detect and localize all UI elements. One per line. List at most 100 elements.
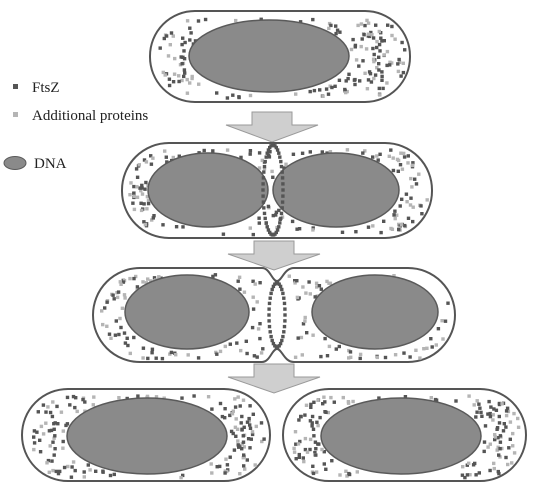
ftsz-dot: [429, 337, 433, 341]
additional-protein-dot: [223, 344, 227, 349]
additional-protein-dot: [231, 409, 235, 413]
ftsz-dot: [290, 219, 295, 224]
additional-protein-dot: [511, 444, 515, 448]
ftsz-dot: [169, 350, 174, 355]
additional-protein-dot: [163, 73, 167, 77]
ftsz-dot: [240, 414, 244, 419]
additional-protein-dot: [486, 445, 490, 449]
legend-additional-label: Additional proteins: [32, 108, 148, 124]
ftsz-dot: [295, 279, 299, 283]
ftsz-dot: [237, 95, 241, 100]
ftsz-ring-dot: [281, 334, 285, 339]
additional-protein-dot: [349, 47, 354, 52]
ftsz-dot: [402, 351, 406, 355]
ftsz-dot: [44, 410, 48, 414]
stage-4-daughter-left: [21, 388, 271, 482]
additional-protein-dot: [410, 163, 415, 168]
ftsz-dot: [498, 447, 502, 451]
ftsz-dot: [83, 400, 87, 404]
ftsz-dot: [377, 68, 381, 72]
additional-protein-dot: [287, 274, 291, 278]
additional-protein-dot: [512, 411, 516, 416]
additional-protein-dot: [157, 275, 161, 279]
ftsz-ring-dot: [267, 307, 271, 311]
additional-protein-dot: [52, 436, 56, 440]
ftsz-dot: [215, 465, 219, 469]
ftsz-dot: [245, 351, 249, 356]
additional-protein-dot: [234, 18, 238, 23]
ftsz-dot: [377, 396, 381, 400]
additional-protein-dot: [117, 396, 121, 400]
ftsz-dot: [69, 475, 74, 479]
ftsz-dot: [377, 42, 382, 47]
ftsz-dot: [497, 421, 502, 425]
ftsz-dot: [347, 72, 351, 76]
additional-protein-dot: [185, 19, 190, 23]
additional-protein-dot: [326, 410, 330, 415]
additional-protein-dot: [344, 469, 348, 473]
additional-protein-dot: [488, 442, 492, 446]
additional-protein-dot: [91, 403, 95, 407]
ftsz-dot: [403, 223, 407, 228]
ftsz-dot: [329, 23, 333, 28]
additional-protein-dot: [399, 151, 403, 155]
ftsz-dot: [151, 216, 155, 220]
additional-protein-dot: [197, 82, 201, 86]
ftsz-dot: [248, 446, 252, 450]
ftsz-ring-dot: [275, 148, 280, 152]
additional-protein-dot: [327, 344, 332, 349]
ftsz-dot: [322, 450, 326, 454]
ftsz-dot: [298, 439, 302, 444]
additional-protein-dot: [174, 353, 178, 357]
ftsz-dot: [430, 345, 434, 349]
additional-protein-dot: [262, 167, 267, 171]
ftsz-dot: [32, 429, 37, 433]
additional-protein-dot: [411, 205, 415, 209]
ftsz-dot: [400, 197, 404, 201]
ftsz-dot: [324, 410, 328, 414]
ftsz-ring-dot: [280, 200, 285, 204]
additional-protein-dot: [177, 74, 181, 78]
additional-protein-dot: [233, 425, 238, 429]
ftsz-dot: [344, 79, 348, 83]
ftsz-dot: [48, 410, 53, 415]
ftsz-dot: [215, 91, 219, 95]
additional-protein-dot: [270, 169, 274, 174]
ftsz-ring-dot: [262, 206, 266, 210]
ftsz-dot: [396, 62, 400, 66]
ftsz-dot: [313, 450, 317, 455]
additional-protein-dot: [66, 464, 70, 469]
ftsz-ring-dot: [279, 159, 283, 164]
ftsz-dot: [248, 149, 253, 153]
additional-protein-dot: [516, 416, 520, 421]
additional-protein-dot: [467, 461, 471, 465]
ftsz-dot: [35, 430, 39, 434]
ftsz-dot: [363, 23, 367, 28]
additional-protein-dot: [185, 91, 190, 95]
ftsz-dot: [169, 31, 174, 35]
ftsz-dot: [258, 336, 262, 341]
ftsz-ring-dot: [283, 307, 287, 311]
ftsz-dot: [473, 461, 477, 466]
ftsz-dot: [189, 31, 193, 35]
additional-protein-dot: [402, 151, 406, 156]
ftsz-dot: [131, 201, 135, 205]
additional-protein-dot: [516, 425, 521, 429]
ftsz-dot: [497, 453, 501, 457]
ftsz-dot: [483, 424, 488, 428]
ftsz-dot: [107, 332, 112, 336]
ftsz-ring-dot: [275, 228, 280, 232]
ftsz-ring-dot: [278, 284, 283, 289]
ftsz-dot: [152, 276, 157, 280]
ftsz-dot: [246, 437, 251, 441]
additional-protein-dot: [322, 395, 326, 399]
legend-dna-label: DNA: [34, 156, 67, 172]
ftsz-dot: [367, 34, 372, 39]
additional-protein-dot: [493, 435, 498, 439]
ftsz-dot: [380, 74, 384, 79]
additional-protein-dot: [303, 319, 307, 323]
ftsz-dot: [332, 400, 336, 404]
ftsz-ring-dot: [277, 282, 281, 286]
ftsz-dot: [132, 191, 136, 196]
additional-protein-dot: [493, 433, 497, 437]
